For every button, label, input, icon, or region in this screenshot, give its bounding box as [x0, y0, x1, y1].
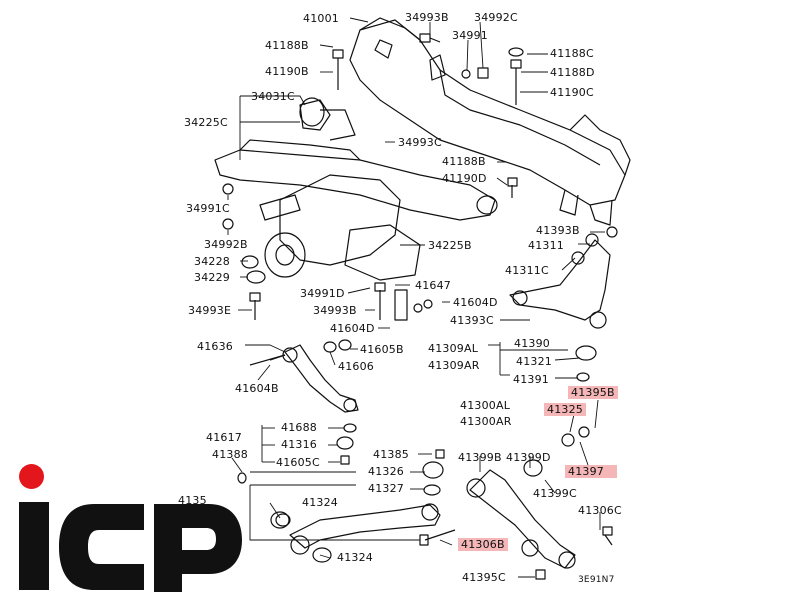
- label-41604B: 41604B: [235, 382, 279, 395]
- label-41399C: 41399C: [533, 487, 577, 500]
- crossmember-41001: [349, 17, 631, 226]
- label-34031C: 34031C: [251, 90, 295, 103]
- label-41399D: 41399D: [506, 451, 551, 464]
- fasteners: [249, 33, 613, 546]
- washers-bushings: [222, 47, 618, 580]
- label-41647: 41647: [415, 279, 451, 292]
- label-41393B: 41393B: [536, 224, 580, 237]
- label-41397: 41397: [565, 465, 617, 478]
- label-41188B-lower: 41188B: [442, 155, 486, 168]
- label-41311: 41311: [528, 239, 564, 252]
- label-41385: 41385: [373, 448, 409, 461]
- label-41393C: 41393C: [450, 314, 494, 327]
- label-41604D-lower: 41604D: [330, 322, 375, 335]
- label-41604D: 41604D: [453, 296, 498, 309]
- diff-member-34225C: [214, 99, 498, 221]
- label-34229: 34229: [194, 271, 230, 284]
- label-41188B: 41188B: [265, 39, 309, 52]
- trailing-link-41617: [249, 344, 359, 413]
- label-41190B: 41190B: [265, 65, 309, 78]
- label-41388: 41388: [212, 448, 248, 461]
- label-34991: 34991: [452, 29, 488, 42]
- label-34993B: 34993B: [405, 11, 449, 24]
- label-41190C: 41190C: [550, 86, 594, 99]
- label-41606: 41606: [338, 360, 374, 373]
- label-41324: 41324: [302, 496, 338, 509]
- label-41326: 41326: [368, 465, 404, 478]
- label-34992C: 34992C: [474, 11, 518, 24]
- label-34991D: 34991D: [300, 287, 345, 300]
- label-41188D: 41188D: [550, 66, 595, 79]
- label-41688: 41688: [281, 421, 317, 434]
- label-41316: 41316: [281, 438, 317, 451]
- label-34228: 34228: [194, 255, 230, 268]
- label-41306C: 41306C: [578, 504, 622, 517]
- label-41395B: 41395B: [568, 386, 618, 399]
- label-41001: 41001: [303, 12, 339, 25]
- label-41327: 41327: [368, 482, 404, 495]
- icp-logo: [19, 502, 242, 592]
- label-34993E: 34993E: [188, 304, 232, 317]
- label-41306B: 41306B: [458, 538, 508, 551]
- label-41190D: 41190D: [442, 172, 487, 185]
- lower-arm-41324: [270, 503, 441, 555]
- label-41617: 41617: [206, 431, 242, 444]
- label-41300AL: 41300AL: [460, 399, 511, 412]
- upper-arm-41311: [509, 239, 611, 329]
- label-41309AL: 41309AL: [428, 342, 479, 355]
- label-41605C: 41605C: [276, 456, 320, 469]
- label-41390: 41390: [514, 337, 550, 350]
- label-34993B-lower: 34993B: [313, 304, 357, 317]
- label-41636: 41636: [197, 340, 233, 353]
- label-41321: 41321: [516, 355, 552, 368]
- label-41309AR: 41309AR: [428, 359, 480, 372]
- label-41395C: 41395C: [462, 571, 506, 584]
- diagram-code: 3E91N7: [578, 575, 615, 585]
- label-34993C: 34993C: [398, 136, 442, 149]
- leader-lines: [227, 17, 605, 578]
- logo-red-dot: [19, 464, 44, 489]
- label-41300AR: 41300AR: [460, 415, 512, 428]
- differential-34225B: [259, 174, 421, 281]
- label-partial-1: 4135: [178, 494, 207, 507]
- label-41188C: 41188C: [550, 47, 594, 60]
- label-41324-lower: 41324: [337, 551, 373, 564]
- label-34992B: 34992B: [204, 238, 248, 251]
- label-34225B: 34225B: [428, 239, 472, 252]
- label-41311C: 41311C: [505, 264, 549, 277]
- label-41605B: 41605B: [360, 343, 404, 356]
- label-34225C: 34225C: [184, 116, 228, 129]
- label-34991C: 34991C: [186, 202, 230, 215]
- label-41325: 41325: [544, 403, 586, 416]
- label-41391: 41391: [513, 373, 549, 386]
- label-41399B: 41399B: [458, 451, 502, 464]
- lateral-link-41300: [466, 469, 576, 569]
